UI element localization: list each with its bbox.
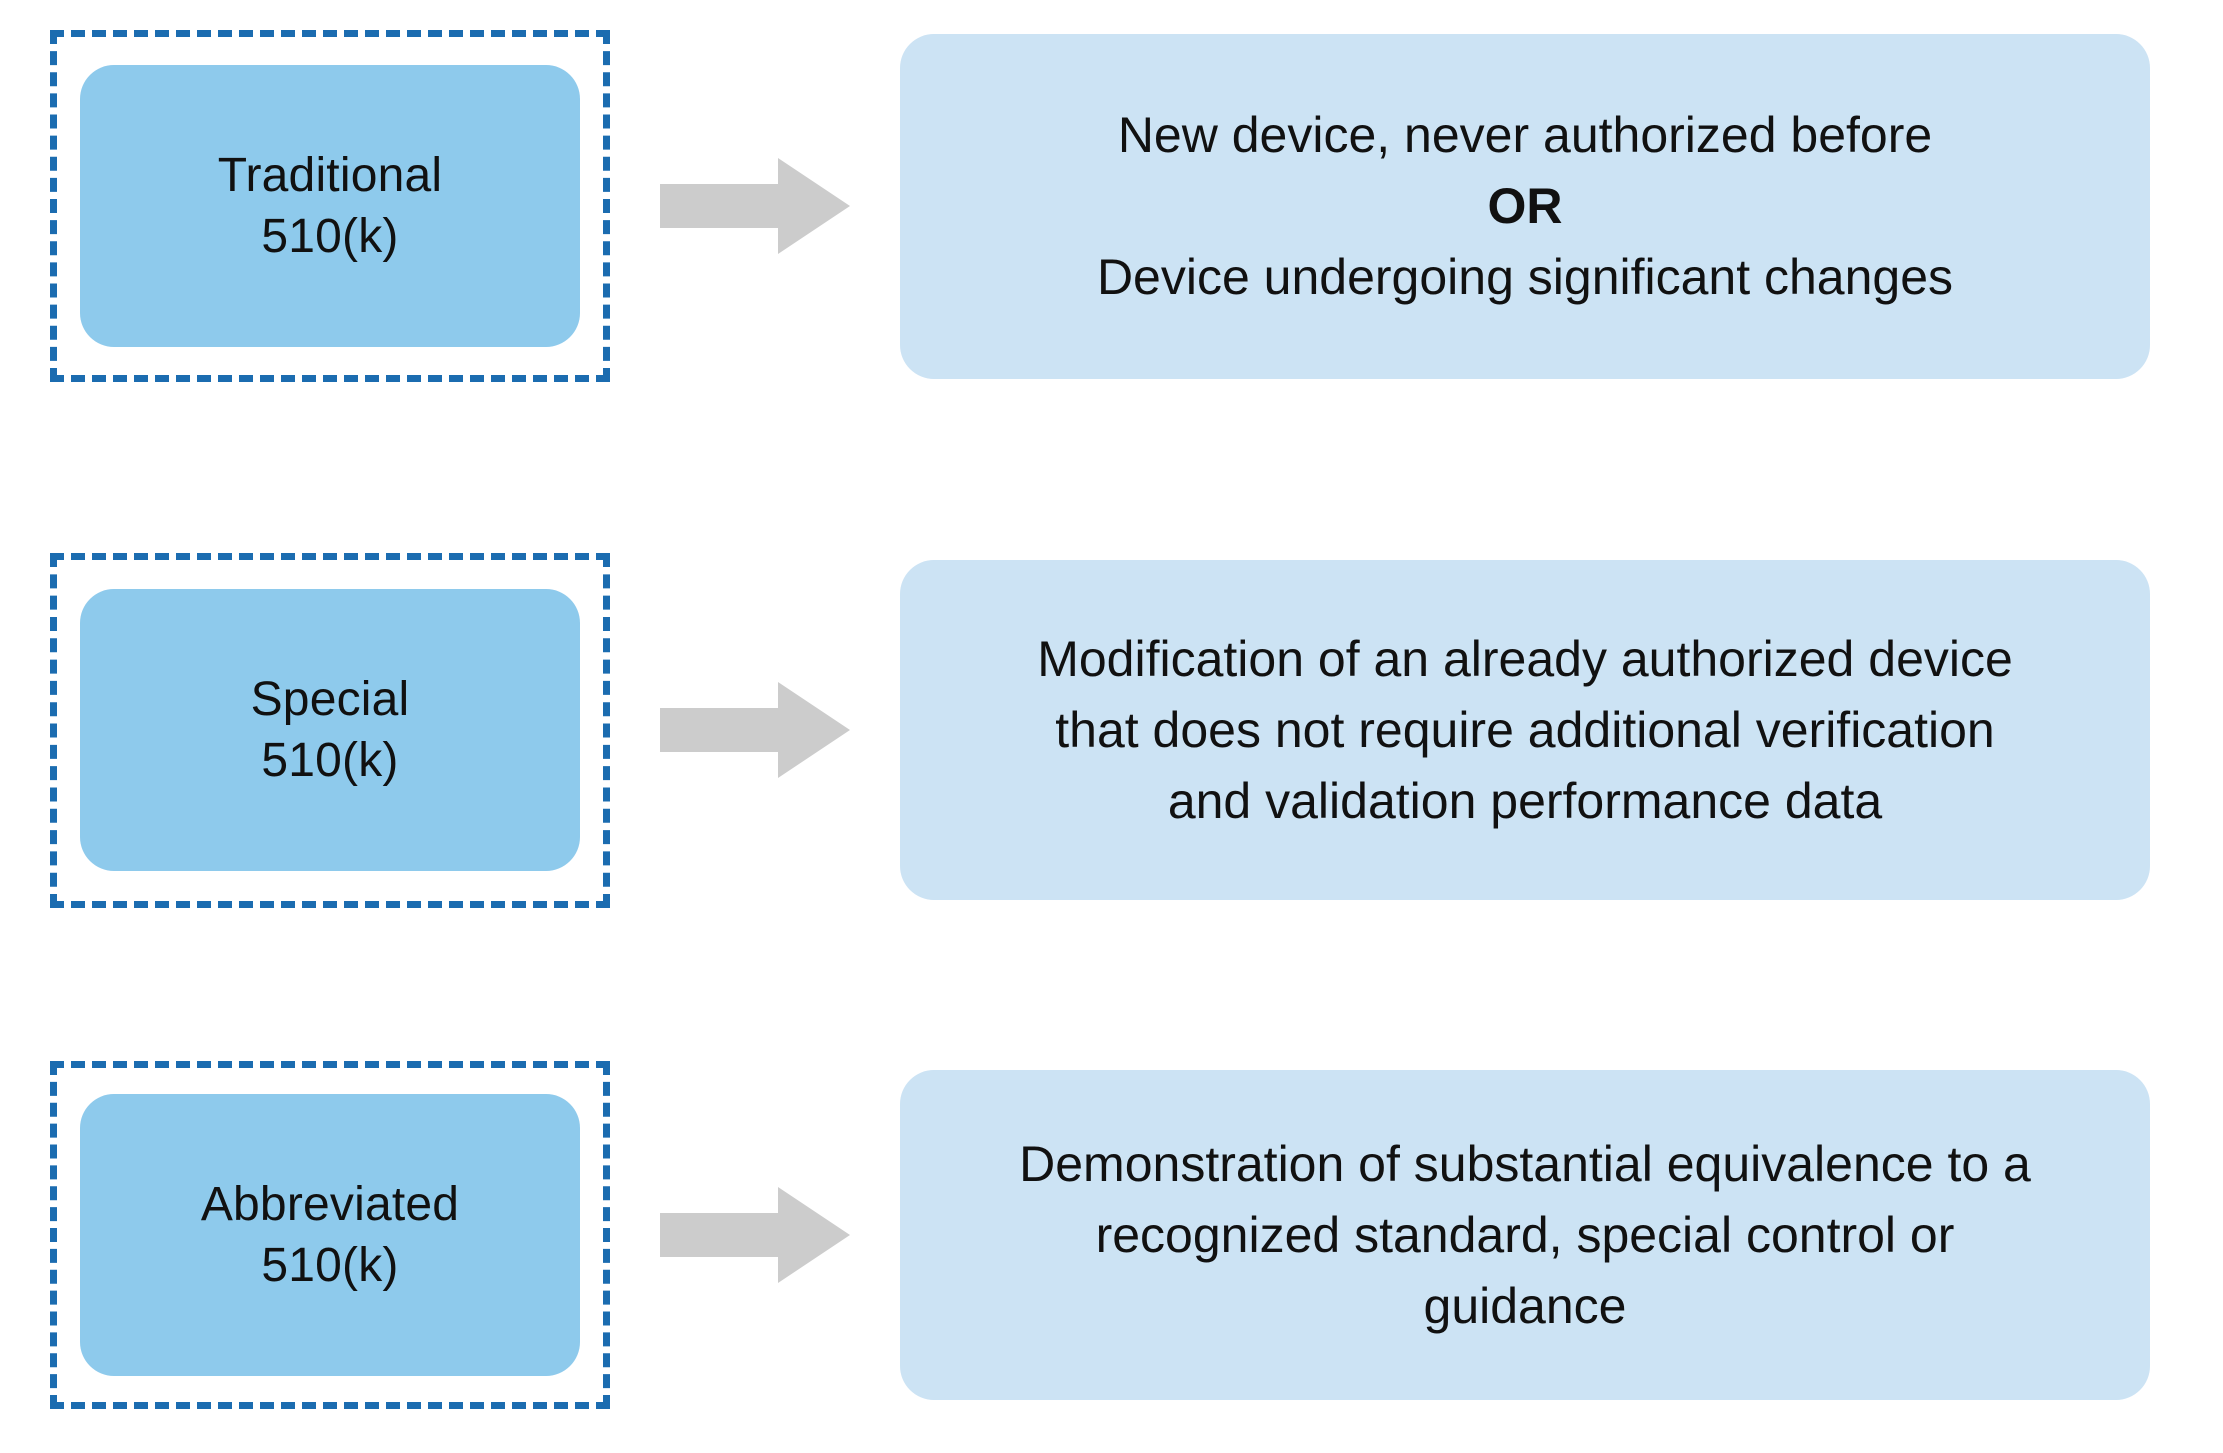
description-line: guidance — [1423, 1277, 1627, 1334]
category-label-line2: 510(k) — [261, 1239, 399, 1292]
right-arrow-icon — [660, 1187, 850, 1283]
dashed-frame-abbreviated: Abbreviated 510(k) — [50, 1061, 610, 1409]
category-label-line2: 510(k) — [261, 210, 399, 263]
diagram-row-special: Special 510(k) Modification of an alread… — [0, 540, 2223, 920]
diagram-row-abbreviated: Abbreviated 510(k) Demonstration of subs… — [0, 1045, 2223, 1425]
description-line: Device undergoing significant changes — [1096, 248, 1954, 305]
category-label-line1: Abbreviated — [200, 1177, 460, 1231]
right-arrow-icon — [660, 682, 850, 778]
category-label-line1: Special — [250, 672, 410, 726]
description-panel-abbreviated: Demonstration of substantial equivalence… — [900, 1070, 2150, 1400]
dashed-frame-traditional: Traditional 510(k) — [50, 30, 610, 382]
right-arrow-icon — [660, 158, 850, 254]
description-line: Demonstration of substantial equivalence… — [1019, 1135, 2031, 1192]
description-panel-special: Modification of an already authorized de… — [900, 560, 2150, 900]
arrow-cell-traditional — [610, 158, 900, 254]
description-line: recognized standard, special control or — [1095, 1206, 1955, 1263]
arrow-cell-abbreviated — [610, 1187, 900, 1283]
diagram-row-traditional: Traditional 510(k) New device, never aut… — [0, 16, 2223, 396]
description-line: Modification of an already authorized de… — [1037, 630, 2013, 687]
category-label-line1: Traditional — [217, 148, 443, 202]
category-label-line2: 510(k) — [261, 734, 399, 787]
dashed-frame-special: Special 510(k) — [50, 552, 610, 908]
description-line-or: OR — [1487, 177, 1563, 234]
description-line: New device, never authorized before — [1117, 106, 1933, 163]
category-box-abbreviated[interactable]: Abbreviated 510(k) — [80, 1094, 580, 1376]
description-line: that does not require additional verific… — [1055, 701, 1995, 758]
category-box-special[interactable]: Special 510(k) — [80, 589, 580, 871]
arrow-cell-special — [610, 682, 900, 778]
description-panel-traditional: New device, never authorized before OR D… — [900, 33, 2150, 379]
description-line: and validation performance data — [1167, 772, 1883, 829]
category-box-traditional[interactable]: Traditional 510(k) — [80, 65, 580, 347]
